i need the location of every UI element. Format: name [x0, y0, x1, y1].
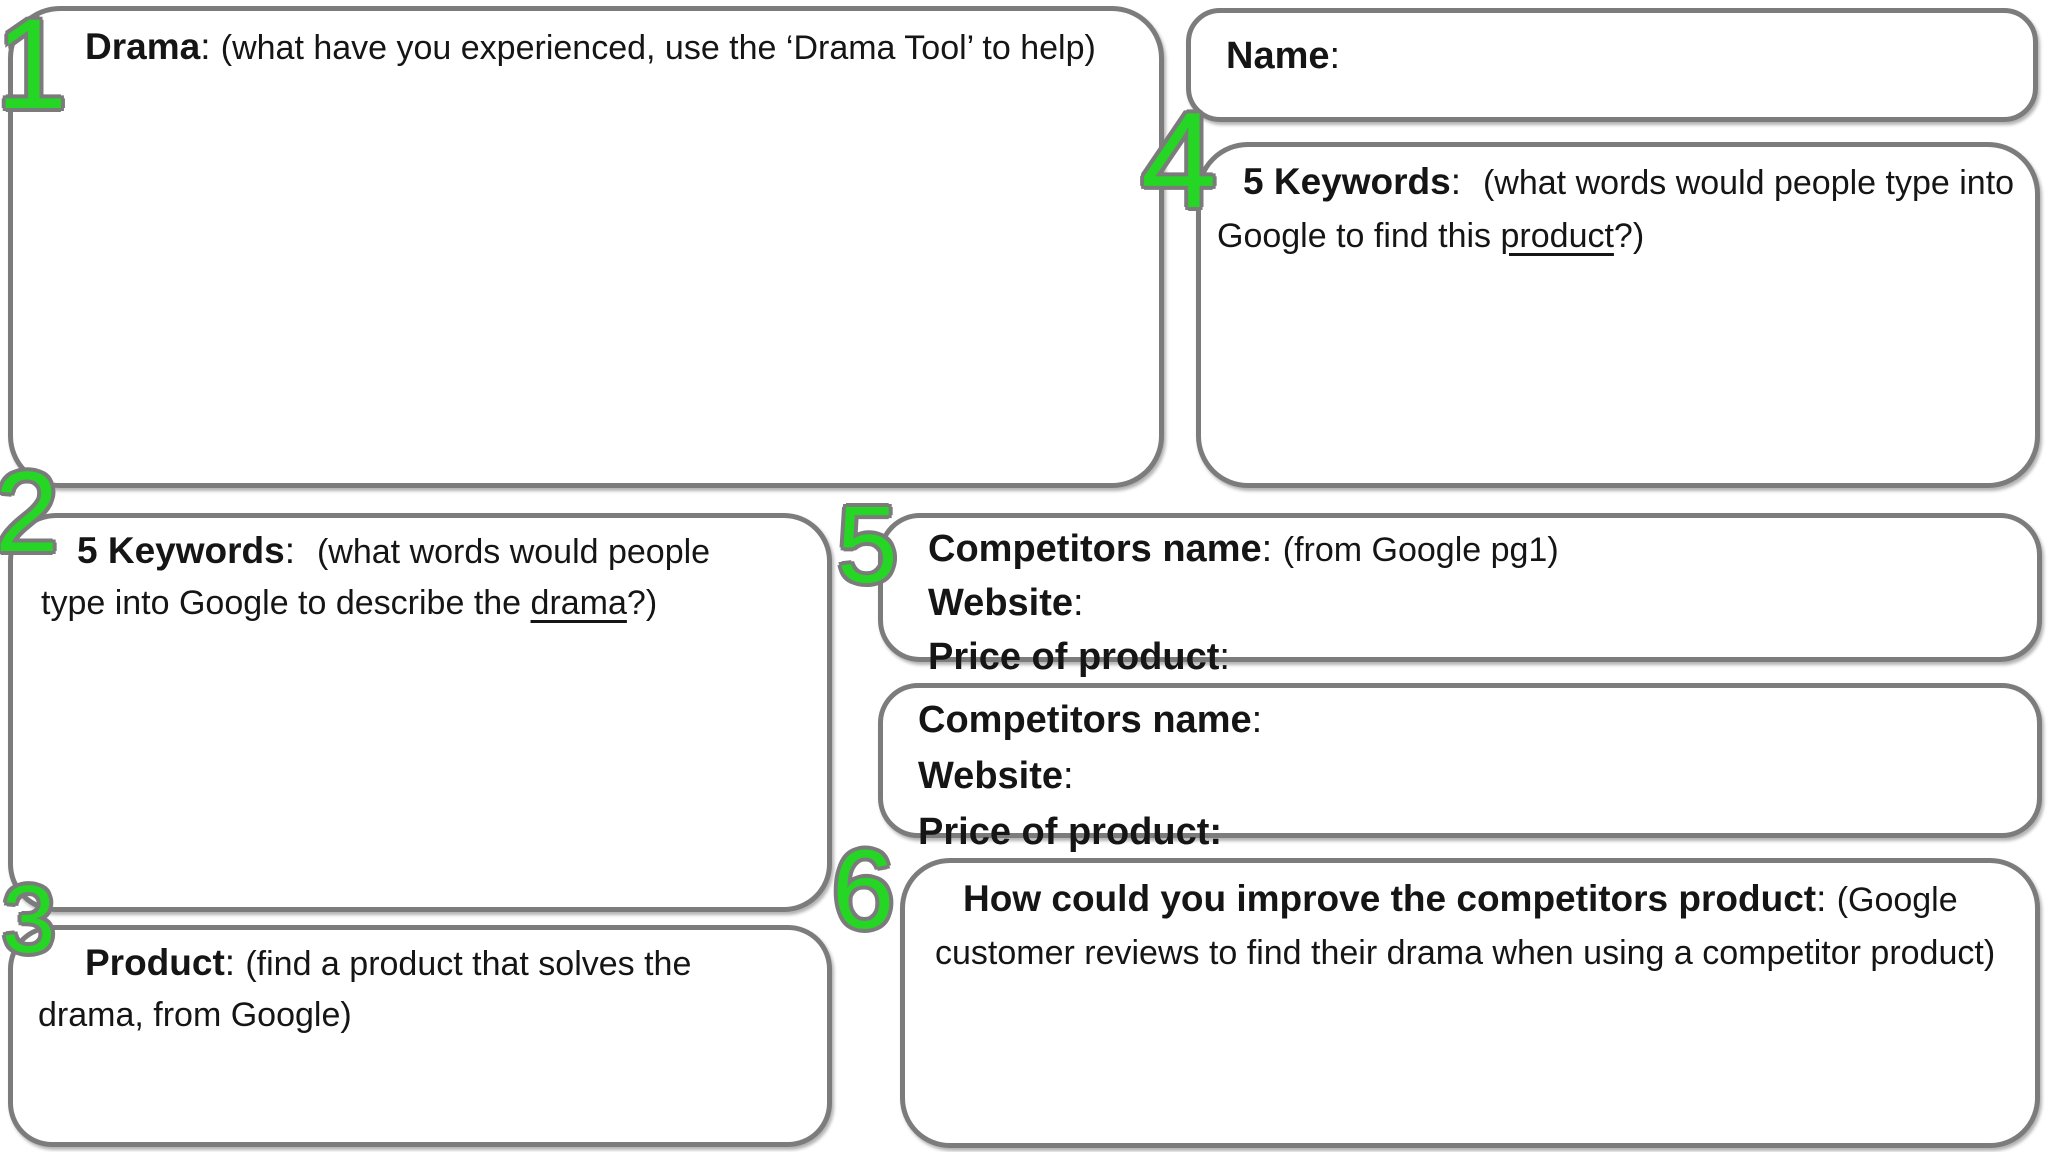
competitor-1-website-row: Website: [928, 580, 2017, 634]
competitor-1-price-label: Price of product [928, 636, 1220, 678]
competitor-1-price-colon: : [1219, 636, 1230, 678]
competitor-2-name-row: Competitors name: [918, 696, 2017, 752]
competitor-2-rows: Competitors name: Website: Price of prod… [883, 688, 2037, 864]
box-product[interactable]: Product: (find a product that solves the… [8, 925, 832, 1147]
competitor-1-name-label: Competitors name [928, 528, 1262, 570]
box-keywords-product[interactable]: 5 Keywords:(what words would people type… [1196, 142, 2040, 488]
step-5-number: 5 [837, 484, 898, 606]
competitor-2-website-row: Website: [918, 752, 2017, 808]
competitor-1-price-row: Price of product: [928, 634, 2017, 688]
product-heading: Product: (find a product that solves the… [13, 930, 827, 1044]
product-label: Product [85, 942, 225, 983]
box-competitor-1[interactable]: Competitors name: (from Google pg1) Webs… [878, 513, 2042, 678]
product-hint: (find a product that solves the drama, f… [38, 945, 692, 1034]
keywords-drama-label: 5 Keywords [77, 530, 285, 571]
keywords-product-hint-underlined: product [1500, 217, 1614, 255]
box-keywords-drama[interactable]: 5 Keywords:(what words would people type… [8, 513, 832, 912]
improve-hint: (Google customer reviews to find their d… [935, 881, 1996, 972]
keywords-product-heading: 5 Keywords:(what words would people type… [1201, 147, 2035, 266]
step-4-number: 4 [1141, 84, 1217, 236]
keywords-drama-hint-underlined: drama [530, 584, 627, 622]
box-name[interactable]: Name: [1186, 8, 2038, 122]
drama-colon: : [200, 26, 221, 67]
competitor-2-website-label: Website [918, 755, 1064, 797]
keywords-drama-colon: : [284, 530, 295, 571]
keywords-drama-hint-pre: (what words would people type into Googl… [41, 533, 711, 622]
improve-heading: How could you improve the competitors pr… [905, 863, 2035, 983]
keywords-product-label: 5 Keywords [1243, 161, 1451, 202]
competitor-2-name-colon: : [1251, 699, 1263, 741]
name-colon: : [1329, 35, 1341, 77]
competitor-2-price-label: Price of product: [918, 811, 1223, 853]
keywords-drama-heading: 5 Keywords:(what words would people type… [13, 518, 827, 632]
product-colon: : [224, 942, 246, 983]
keywords-product-colon: : [1450, 161, 1461, 202]
competitor-1-name-row: Competitors name: (from Google pg1) [928, 526, 2017, 580]
name-label: Name [1226, 35, 1330, 77]
competitor-1-name-hint: (from Google pg1) [1282, 531, 1559, 569]
competitor-1-name-colon: : [1261, 528, 1283, 570]
keywords-product-hint-post: ?) [1613, 217, 1645, 255]
competitor-2-website-colon: : [1063, 755, 1074, 797]
keywords-drama-hint-post: ?) [626, 584, 658, 622]
drama-hint: (what have you experienced, use the ‘Dra… [220, 29, 1096, 67]
competitor-1-website-label: Website [928, 582, 1074, 624]
improve-label: How could you improve the competitors pr… [963, 878, 1817, 919]
step-3-number: 3 [2, 866, 56, 973]
drama-label: Drama [85, 26, 201, 67]
competitor-1-website-colon: : [1073, 582, 1084, 624]
step-2-number: 2 [0, 449, 59, 576]
box-drama[interactable]: Drama: (what have you experienced, use t… [8, 6, 1164, 488]
box-competitor-2[interactable]: Competitors name: Website: Price of prod… [878, 683, 2042, 853]
step-6-number: 6 [832, 827, 895, 952]
box-improve[interactable]: How could you improve the competitors pr… [900, 858, 2040, 1148]
competitor-2-price-row: Price of product: [918, 808, 2017, 864]
name-heading: Name: [1191, 13, 2033, 78]
improve-colon: : [1816, 878, 1837, 919]
competitor-1-rows: Competitors name: (from Google pg1) Webs… [883, 518, 2037, 688]
keywords-product-hint-pre: (what words would people type into Googl… [1217, 164, 2015, 255]
competitor-2-name-label: Competitors name [918, 699, 1252, 741]
step-1-number: 1 [0, 0, 68, 136]
drama-heading: Drama: (what have you experienced, use t… [13, 11, 1159, 79]
